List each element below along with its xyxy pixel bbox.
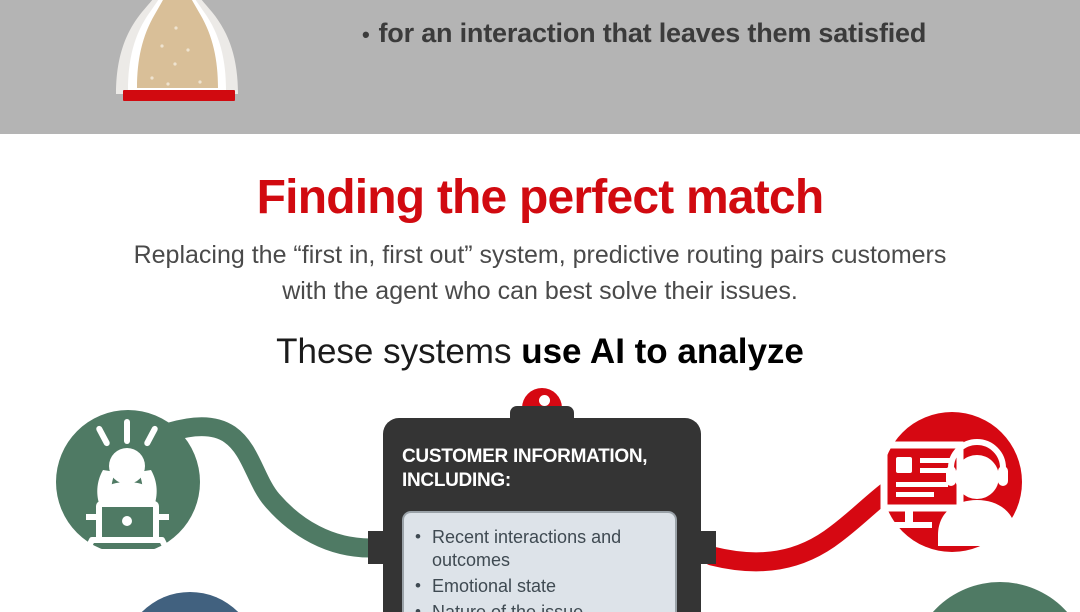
- green-circle-node: [932, 582, 1068, 612]
- clipboard-item-list: Recent interactions and outcomes Emotion…: [404, 513, 675, 612]
- banner-bullet-text: for an interaction that leaves them sati…: [378, 18, 927, 48]
- clipboard-title-line-1: CUSTOMER INFORMATION,: [402, 446, 648, 467]
- connector-cable-left: [160, 417, 380, 558]
- filter-funnel-graphic: [116, 0, 238, 101]
- clipboard-connector-right: [699, 531, 716, 564]
- bullet-dot-icon: •: [362, 22, 370, 47]
- top-banner: • for an interaction that leaves them sa…: [0, 0, 1080, 134]
- customer-information-clipboard: CUSTOMER INFORMATION, INCLUDING: Recent …: [368, 388, 716, 612]
- subtitle-line-1: Replacing the “first in, first out” syst…: [133, 241, 947, 269]
- page-subtitle: Replacing the “first in, first out” syst…: [110, 237, 970, 309]
- list-item: Nature of the issue: [415, 600, 665, 612]
- support-agent-icon: [880, 439, 1016, 546]
- clipboard-title-line-2: INCLUDING:: [402, 470, 511, 491]
- list-item: Emotional state: [415, 574, 665, 598]
- banner-bullet-item: • for an interaction that leaves them sa…: [362, 18, 1062, 49]
- blue-circle-node: [141, 592, 239, 612]
- clipboard-connector-left: [368, 531, 385, 564]
- frustrated-customer-icon: [83, 419, 171, 555]
- clipboard-body: CUSTOMER INFORMATION, INCLUDING: Recent …: [383, 418, 701, 612]
- analyze-emphasis-text: use AI to analyze: [521, 332, 804, 371]
- subtitle-line-2: with the agent who can best solve their …: [282, 277, 798, 305]
- node-support-agent: [880, 412, 1022, 552]
- clipboard-title: CUSTOMER INFORMATION, INCLUDING:: [402, 445, 692, 493]
- analyze-lead-text: These systems: [276, 332, 522, 371]
- node-frustrated-customer: [56, 410, 200, 555]
- clipboard-knob-hole: [539, 395, 550, 406]
- clipboard-panel: Recent interactions and outcomes Emotion…: [402, 511, 677, 612]
- analyze-statement: These systems use AI to analyze: [0, 330, 1080, 374]
- list-item: Recent interactions and outcomes: [415, 525, 665, 572]
- page-title: Finding the perfect match: [256, 171, 825, 224]
